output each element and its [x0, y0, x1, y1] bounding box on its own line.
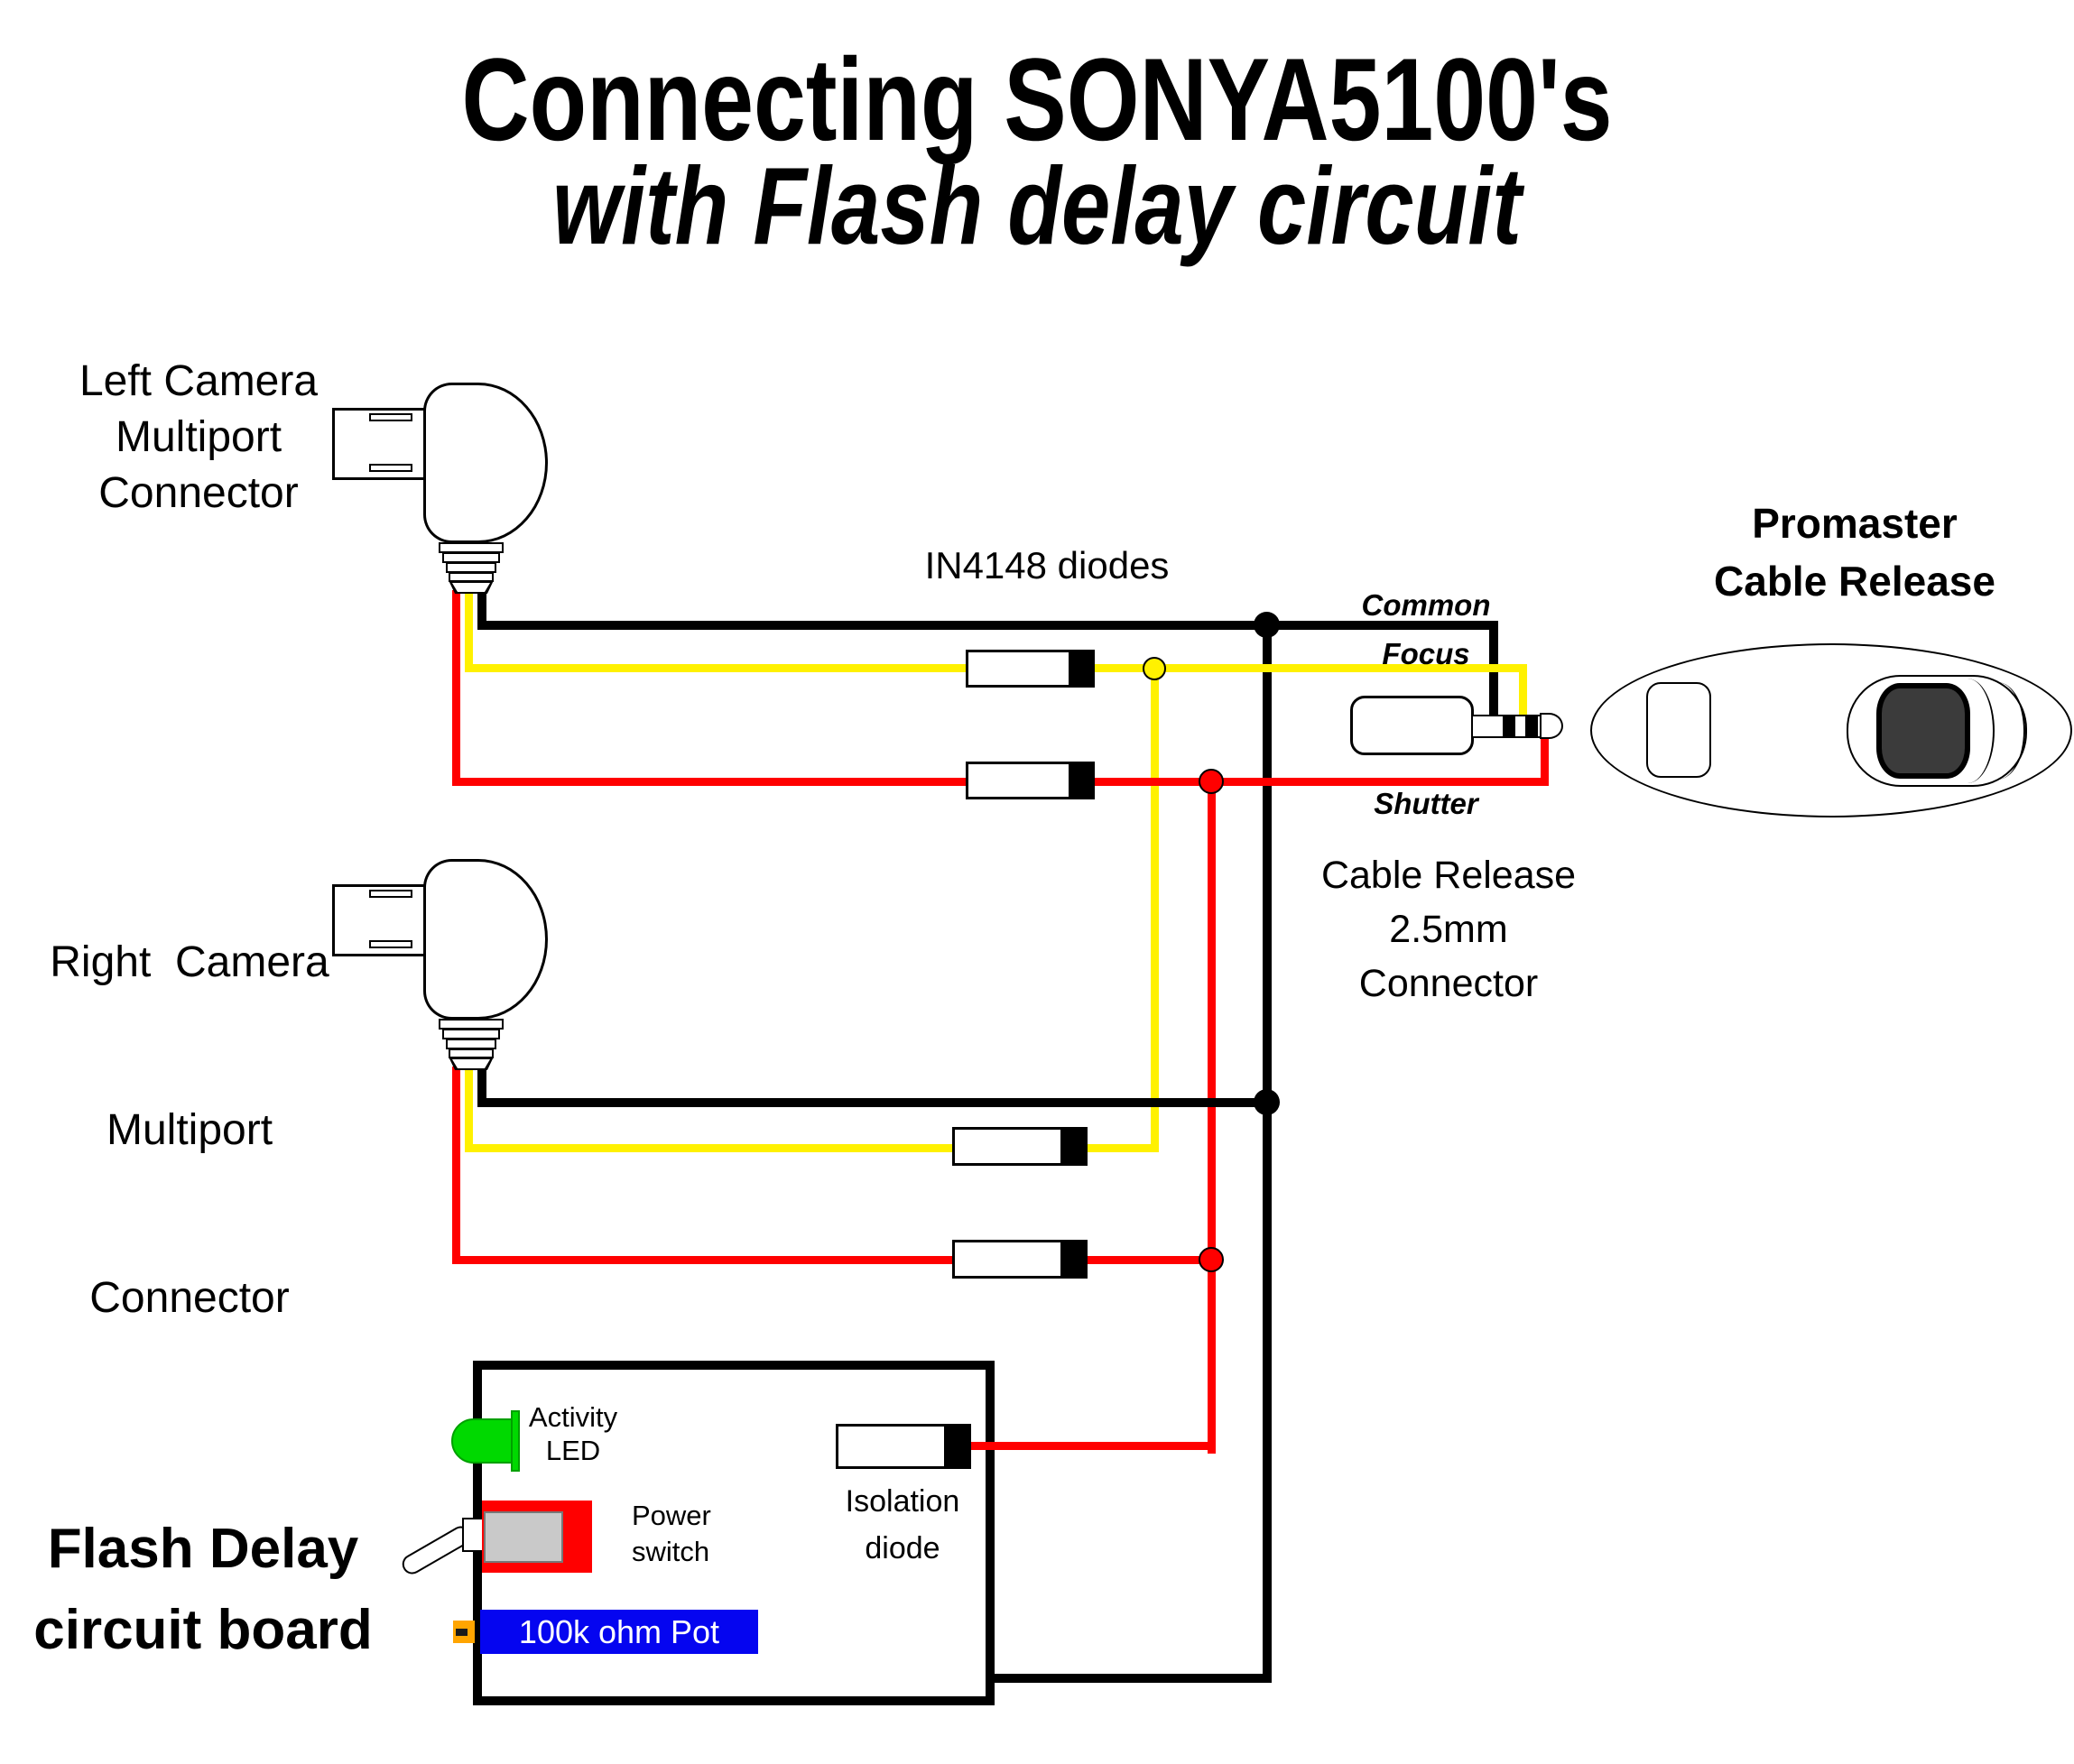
left-focus-wire-vertical: [465, 590, 473, 671]
right-focus-wire-horizontal: [465, 1144, 955, 1152]
plug-2-5mm-ring-1: [1503, 715, 1515, 738]
common-junction-dot-bottom: [1254, 1089, 1280, 1115]
left-focus-wire-horizontal: [465, 664, 968, 672]
shutter-plug-drop-wire: [1541, 736, 1549, 786]
flash-delay-board-label-line-2: circuit board: [33, 1599, 373, 1661]
common-trunk-wire: [1263, 624, 1272, 1683]
right-common-wire-horizontal: [477, 1098, 1272, 1107]
left-camera-label: Left Camera Multiport Connector: [54, 354, 343, 522]
focus-plug-drop-wire: [1519, 664, 1527, 716]
right-focus-wire-vertical: [465, 1067, 473, 1151]
right-shutter-wire-to-trunk: [1085, 1256, 1216, 1264]
cable-release-connector-label-line-3: Connector: [1358, 962, 1539, 1005]
promaster-release-button: [1876, 683, 1970, 779]
diagram-title-line-2: with Flash delay circuit: [552, 144, 1522, 267]
right-camera-label-line-2: Multiport: [106, 1106, 273, 1154]
isolation-diode-band: [944, 1424, 971, 1469]
right-camera-label-line-3: Connector: [89, 1274, 290, 1322]
power-switch-slider: [484, 1511, 563, 1563]
left-camera-label-line-3: Connector: [98, 469, 299, 517]
left-connector-body: [423, 383, 548, 543]
right-focus-wire-to-trunk: [1085, 1144, 1159, 1152]
right-shutter-wire-vertical: [452, 1067, 460, 1264]
focus-junction-dot: [1143, 657, 1166, 680]
shutter-pin-label: Shutter: [1374, 787, 1478, 820]
common-wire-into-board: [987, 1674, 1272, 1683]
left-shutter-wire-horizontal: [452, 778, 968, 786]
activity-led-label-line-2: LED: [545, 1435, 601, 1466]
right-connector-slot-top: [369, 890, 412, 898]
right-camera-label-line-1: Right Camera: [50, 938, 329, 986]
isolation-diode-label-line-2: diode: [865, 1531, 940, 1565]
left-common-wire-horizontal: [477, 621, 1498, 630]
power-switch-label-line-2: switch: [632, 1536, 710, 1567]
pot-tab-notch: [456, 1629, 468, 1636]
pot-label: 100k ohm Pot: [518, 1613, 720, 1650]
power-switch-label-line-1: Power: [632, 1500, 711, 1531]
isolation-diode-label-line-1: Isolation: [845, 1484, 960, 1519]
power-switch-bushing: [462, 1518, 484, 1552]
right-common-wire-vertical: [477, 1067, 486, 1107]
promaster-label-line-2: Cable Release: [1714, 558, 1995, 605]
plug-2-5mm-tip: [1540, 713, 1563, 739]
activity-led-flange: [511, 1410, 520, 1472]
cable-release-connector-label: Cable Release 2.5mm Connector: [1309, 848, 1588, 1011]
cable-release-connector-label-line-1: Cable Release: [1320, 854, 1577, 897]
common-pin-label: Common: [1361, 588, 1491, 622]
diode-left-shutter-band: [1069, 762, 1095, 799]
diagram-title-line-1: Connecting SONYA5100's: [461, 33, 1613, 165]
left-connector-slot-top: [369, 413, 412, 421]
left-connector-slot-bottom: [369, 464, 412, 472]
flash-delay-board-label-line-1: Flash Delay: [47, 1518, 359, 1580]
activity-led-label: Activity LED: [501, 1400, 645, 1467]
promaster-label-line-1: Promaster: [1752, 500, 1958, 547]
promaster-window: [1646, 682, 1711, 778]
right-shutter-wire-horizontal: [452, 1256, 955, 1264]
shutter-junction-dot-bottom: [1199, 1247, 1224, 1272]
right-connector-slot-bottom: [369, 940, 412, 948]
diode-left-focus-band: [1069, 650, 1095, 688]
promaster-button-arc-2: [1969, 682, 2025, 780]
plug-2-5mm-ring-2: [1525, 715, 1538, 738]
cable-release-connector-label-line-2: 2.5mm: [1389, 908, 1508, 951]
diodes-label: IN4148 diodes: [924, 544, 1170, 586]
activity-led-label-line-1: Activity: [528, 1401, 618, 1433]
focus-wire-to-plug: [1092, 664, 1527, 672]
flash-delay-board-label: Flash Delay circuit board: [14, 1509, 393, 1671]
focus-trunk-wire: [1151, 669, 1159, 1152]
shutter-wire-to-plug: [1092, 778, 1549, 786]
isolation-diode-wire: [966, 1442, 1216, 1450]
right-camera-label: Right Camera Multiport Connector: [36, 823, 343, 1438]
isolation-diode-label: Isolation diode: [794, 1478, 1011, 1572]
left-connector-relief-4: [449, 572, 494, 582]
promaster-button-housing: [1847, 675, 2027, 787]
left-camera-label-line-2: Multiport: [115, 413, 282, 461]
left-shutter-wire-vertical: [452, 590, 460, 785]
plug-2-5mm-body: [1350, 696, 1474, 755]
left-connector-tip-fill: [452, 583, 490, 592]
promaster-label: Promaster Cable Release: [1674, 494, 2035, 610]
focus-pin-label: Focus: [1382, 637, 1470, 670]
common-junction-dot-top: [1254, 612, 1280, 638]
diode-right-shutter-band: [1060, 1240, 1088, 1279]
shutter-junction-dot-top: [1199, 769, 1224, 794]
left-camera-label-line-1: Left Camera: [79, 357, 319, 405]
right-connector-body: [423, 859, 548, 1020]
right-connector-relief-4: [449, 1048, 494, 1058]
shutter-trunk-wire: [1208, 781, 1216, 1454]
right-connector-tip-fill: [452, 1059, 490, 1068]
diode-right-focus-band: [1060, 1127, 1088, 1166]
left-common-wire-vertical: [477, 590, 486, 630]
pot-body: 100k ohm Pot: [480, 1610, 758, 1654]
power-switch-label: Power switch: [632, 1498, 794, 1570]
